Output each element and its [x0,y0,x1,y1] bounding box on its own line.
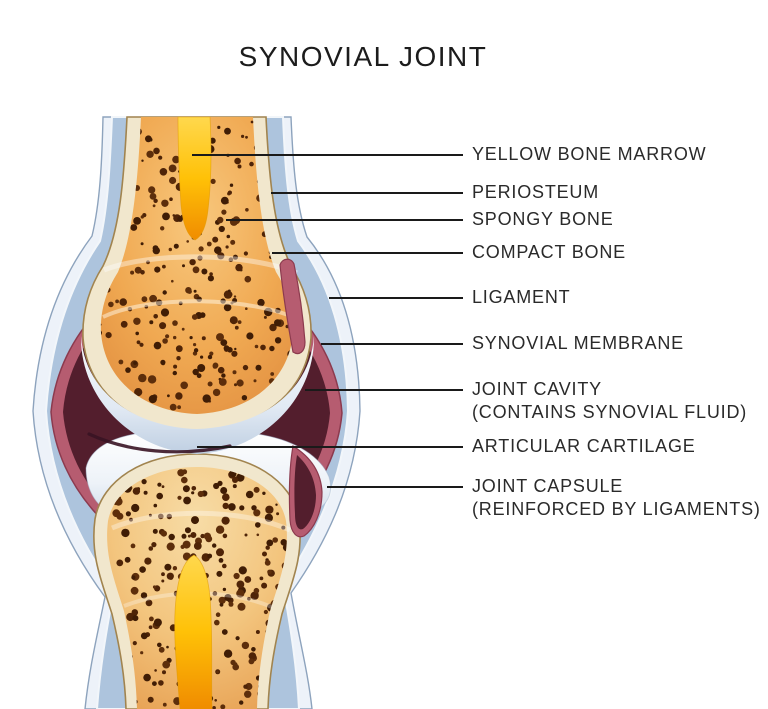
leader-line-compact-bone [272,252,463,254]
leader-line-yellow-bone-marrow [192,154,463,156]
cartilage-seam [87,432,232,454]
label-text: (CONTAINS SYNOVIAL FLUID) [472,402,748,422]
top-bone-highlight [103,254,298,276]
synovial-membrane-fold-upper [279,258,306,355]
label-text: YELLOW BONE MARROW [472,144,707,164]
condyle-highlight [102,299,301,322]
label-text: JOINT CAVITY [472,379,602,399]
label-ligament: LIGAMENT [472,286,570,309]
label-text: (REINFORCED BY LIGAMENTS) [472,499,761,519]
leader-line-synovial-membrane [321,343,463,345]
leader-line-spongy-bone [226,219,463,221]
label-synovial-membrane: SYNOVIAL MEMBRANE [472,332,684,355]
label-articular-cartilage: ARTICULAR CARTILAGE [472,435,696,458]
yellow-bone-marrow-bottom [174,554,213,709]
label-text: COMPACT BONE [472,242,626,262]
leader-line-ligament [329,297,463,299]
label-text: SYNOVIAL MEMBRANE [472,333,684,353]
label-text: LIGAMENT [472,287,571,307]
label-yellow-bone-marrow: YELLOW BONE MARROW [472,143,706,166]
leader-line-joint-cavity [305,389,463,391]
label-joint-capsule: JOINT CAPSULE (REINFORCED BY LIGAMENTS) [472,475,761,521]
label-text: SPONGY BONE [472,209,614,229]
label-compact-bone: COMPACT BONE [472,241,626,264]
label-text: PERIOSTEUM [472,182,600,202]
articular-cartilage-top [80,336,315,454]
label-spongy-bone: SPONGY BONE [472,208,614,231]
page-title: SYNOVIAL JOINT [238,40,488,72]
leader-line-periosteum [271,192,463,194]
leader-line-joint-capsule [327,486,463,488]
label-joint-cavity: JOINT CAVITY (CONTAINS SYNOVIAL FLUID) [472,378,747,424]
label-text: JOINT CAPSULE [472,476,624,496]
label-text: ARTICULAR CARTILAGE [472,436,696,456]
bottom-bone-highlight [111,510,292,533]
label-periosteum: PERIOSTEUM [472,181,599,204]
yellow-bone-marrow-top [177,116,212,241]
leader-line-articular-cartilage [197,446,463,448]
joint-cavity-fold-lower [294,455,316,530]
